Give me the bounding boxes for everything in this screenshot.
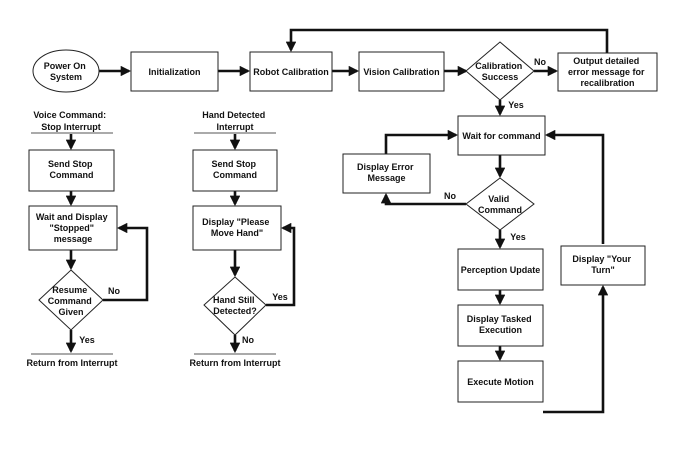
resume-command-label: Resume Command Given	[48, 285, 95, 317]
initialization-label: Initialization	[148, 67, 200, 77]
arrow-resume-no	[103, 222, 149, 302]
resume-yes-label: Yes	[79, 335, 95, 345]
perception-update-box	[457, 248, 544, 291]
voice-wait-display-label: Wait and Display "Stopped" message	[36, 212, 110, 244]
wait-for-command-label: Wait for command	[462, 131, 540, 141]
display-tasked-box	[457, 304, 544, 347]
hand-still-diamond	[203, 276, 267, 336]
output-error-label: Output detailed error message for recali…	[568, 56, 647, 88]
robot-calibration-label: Robot Calibration	[253, 67, 329, 77]
valid-command-label: Valid Command	[478, 194, 522, 215]
hand-send-stop-label: Send Stop Command	[211, 159, 258, 180]
power-on-label: Power On System	[44, 61, 89, 82]
voice-wait-display-box	[28, 205, 118, 251]
resume-command-diamond	[38, 269, 104, 331]
initialization-box	[130, 51, 219, 92]
display-your-turn-box	[560, 245, 646, 286]
display-error-box	[342, 153, 431, 194]
power-on-ellipse	[32, 49, 100, 93]
wait-for-command-box	[457, 115, 546, 156]
connectors	[65, 28, 609, 414]
hand-display-move-box	[192, 205, 282, 251]
display-error-label: Display Error Message	[357, 162, 416, 183]
arrow-your-turn-to-wait	[544, 129, 605, 244]
arrow-valid-no	[380, 192, 466, 206]
vision-calibration-label: Vision Calibration	[363, 67, 439, 77]
voice-send-stop-label: Send Stop Command	[48, 159, 95, 180]
arrow-error-to-wait	[384, 129, 459, 154]
output-error-box	[557, 52, 658, 92]
valid-no-label: No	[444, 191, 456, 201]
display-tasked-label: Display Tasked Execution	[467, 314, 534, 335]
calibration-no-label: No	[534, 57, 546, 67]
execute-motion-label: Execute Motion	[467, 377, 534, 387]
arrow-hand-yes	[266, 222, 296, 307]
robot-calibration-box	[249, 51, 333, 92]
hand-display-move-label: Display "Please Move Hand"	[202, 217, 272, 238]
arrow-execute-to-your-turn	[543, 284, 609, 414]
execute-motion-box	[457, 360, 544, 403]
display-your-turn-label: Display "Your Turn"	[572, 254, 633, 275]
calibration-success-label: Calibration Success	[475, 61, 525, 82]
hand-return-label: Return from Interrupt	[190, 358, 281, 368]
resume-no-label: No	[108, 286, 120, 296]
hand-no-label: No	[242, 335, 254, 345]
valid-command-diamond	[465, 177, 535, 231]
hand-interrupt-header: Hand Detected Interrupt	[202, 110, 268, 132]
calibration-yes-label: Yes	[508, 100, 524, 110]
vision-calibration-box	[358, 51, 445, 92]
voice-return-label: Return from Interrupt	[27, 358, 118, 368]
hand-send-stop-box	[192, 149, 278, 192]
perception-update-label: Perception Update	[461, 265, 541, 275]
calibration-success-diamond	[465, 41, 535, 101]
hand-yes-label: Yes	[272, 292, 288, 302]
voice-send-stop-box	[28, 149, 115, 192]
voice-interrupt-header: Voice Command: Stop Interrupt	[33, 110, 108, 132]
arrow-recalibration-loop	[285, 28, 609, 53]
hand-still-label: Hand Still Detected?	[213, 295, 257, 316]
valid-yes-label: Yes	[510, 232, 526, 242]
